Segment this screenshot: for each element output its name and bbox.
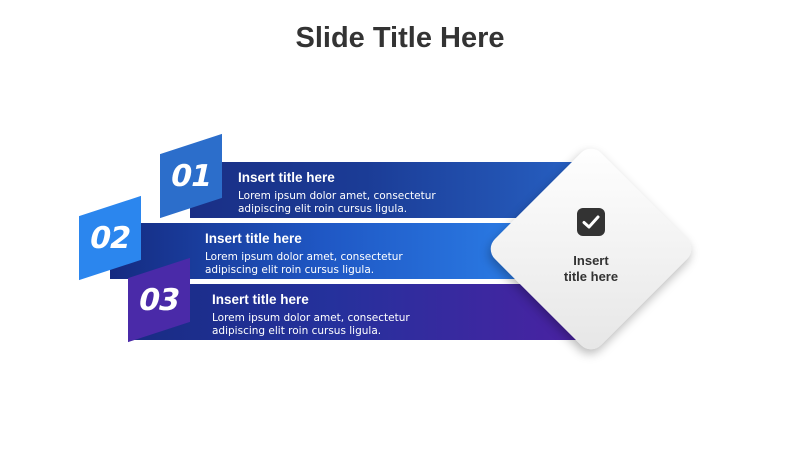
number-label-1: 01	[167, 158, 215, 194]
item-desc-1-line2: adipiscing elit roin cursus ligula.	[238, 203, 408, 215]
item-desc-3-line2: adipiscing elit roin cursus ligula.	[212, 325, 382, 337]
check-icon	[577, 208, 605, 236]
item-desc-3-line1: Lorem ipsum dolor amet, consectetur	[212, 312, 410, 324]
center-label-line2: title here	[563, 269, 619, 284]
item-desc-2-line2: adipiscing elit roin cursus ligula.	[205, 264, 375, 276]
item-title-2: Insert title here	[205, 231, 302, 246]
item-text-1: Insert title here Lorem ipsum dolor amet…	[238, 170, 436, 216]
item-title-1: Insert title here	[238, 170, 335, 185]
item-band-1	[190, 162, 580, 218]
item-text-3: Insert title here Lorem ipsum dolor amet…	[212, 292, 410, 338]
number-label-2: 02	[86, 220, 134, 256]
item-desc-2-line1: Lorem ipsum dolor amet, consectetur	[205, 251, 403, 263]
number-label-3: 03	[135, 282, 183, 318]
center-label-line1: Insert	[573, 253, 609, 268]
item-desc-1-line1: Lorem ipsum dolor amet, consectetur	[238, 190, 436, 202]
slide-title: Slide Title Here	[295, 22, 505, 54]
item-title-3: Insert title here	[212, 292, 309, 307]
center-content: Insert title here	[516, 208, 666, 285]
item-band-3	[128, 284, 580, 340]
item-text-2: Insert title here Lorem ipsum dolor amet…	[205, 231, 403, 277]
